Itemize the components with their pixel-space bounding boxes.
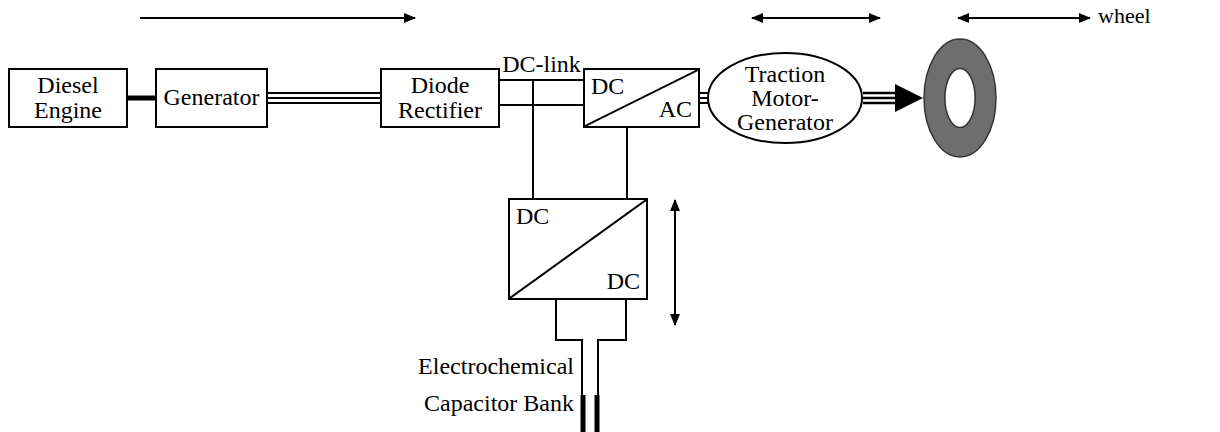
capacitor-plate — [595, 395, 600, 432]
wheel-shape: wheel — [923, 38, 997, 158]
capacitor-wire — [556, 300, 582, 395]
wire — [500, 80, 533, 198]
arrowhead — [895, 84, 923, 112]
wire — [268, 97, 382, 99]
wire — [863, 92, 896, 95]
power-flow-arrow — [140, 17, 415, 19]
connector — [128, 98, 155, 99]
node-text: Traction Motor-Generator — [729, 62, 841, 134]
node-text: Diode Rectifier — [386, 73, 494, 123]
node-text: AC — [659, 97, 692, 122]
connector — [268, 93, 382, 103]
node-text: DC — [516, 204, 549, 229]
motor-ellipse-shape — [708, 53, 862, 143]
rectifier-box: Diode Rectifier — [380, 68, 500, 128]
connector — [500, 80, 583, 105]
wheel-tire — [924, 39, 996, 157]
power-flow-arrow — [958, 17, 1090, 19]
engine-box: Diesel Engine — [8, 68, 128, 128]
node-text: DC — [591, 74, 624, 99]
connector — [863, 84, 923, 112]
diagonal-line — [585, 70, 698, 126]
node-text: Generator — [164, 85, 260, 110]
power-flow-arrow — [674, 200, 676, 325]
generator-box: Generator — [155, 68, 268, 128]
node-text: wheel — [1098, 4, 1151, 27]
converter-box: DC AC — [583, 68, 700, 128]
wire — [268, 102, 382, 104]
wire — [863, 102, 896, 105]
wire — [128, 96, 155, 101]
wheel-drawing — [923, 38, 997, 158]
wire — [863, 97, 896, 100]
converter-box: DC DC — [508, 198, 648, 300]
node-text: DC — [607, 269, 640, 294]
wire — [268, 92, 382, 94]
power-flow-arrow — [752, 17, 880, 19]
node-text: Diesel Engine — [14, 73, 122, 123]
edge-label: DC-link — [502, 52, 581, 76]
part-label: Electrochemical Capacitor Bank — [352, 348, 574, 422]
diagonal-line — [510, 200, 646, 298]
capacitor-wire — [598, 300, 626, 395]
motor-ellipse: Traction Motor-Generator — [707, 52, 863, 144]
capacitor-plate — [581, 395, 586, 432]
